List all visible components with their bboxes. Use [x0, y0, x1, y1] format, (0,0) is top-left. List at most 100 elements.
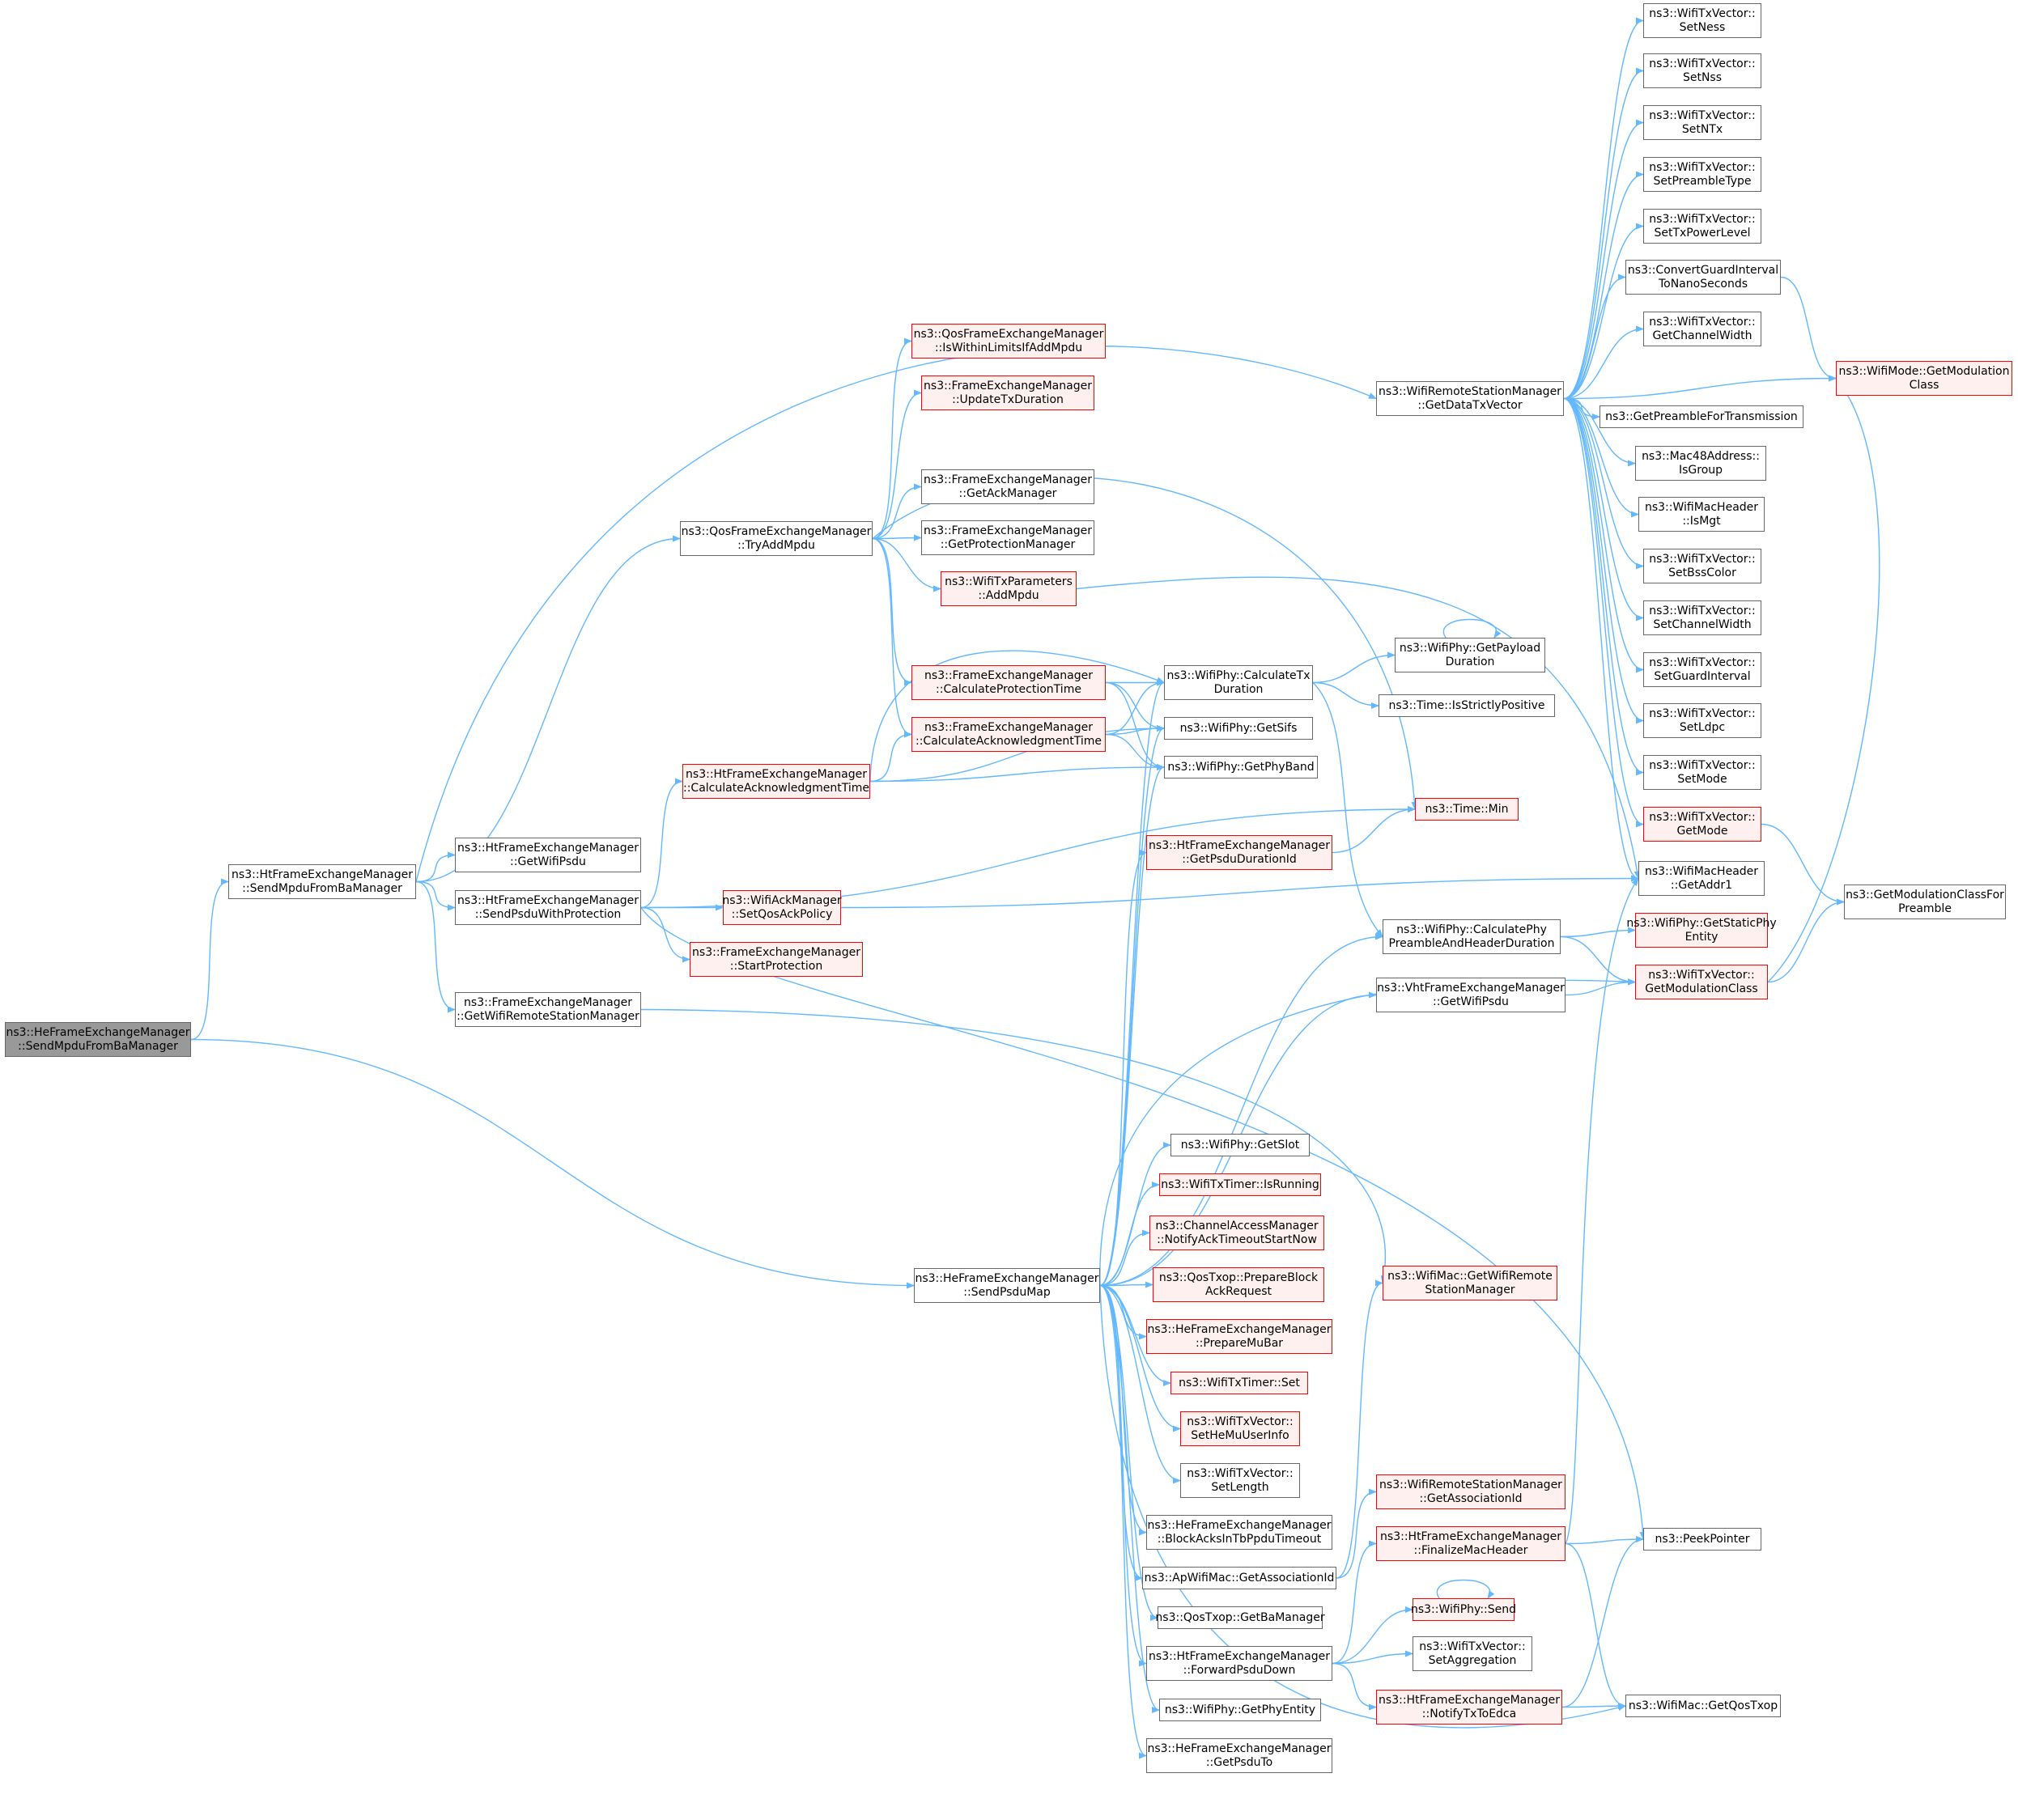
node-txvec-setldpc[interactable]: ns3::WifiTxVector::SetLdpc — [1643, 703, 1761, 738]
node-txvec-getmodclass[interactable]: ns3::WifiTxVector::GetModulationClass — [1635, 965, 1768, 999]
node-qos-tryaddmpdu[interactable]: ns3::QosFrameExchangeManager::TryAddMpdu — [680, 521, 873, 556]
node-fem-calcacktime[interactable]: ns3::FrameExchangeManager::CalculateAckn… — [911, 717, 1106, 752]
node-wrsm-getdatatxvector[interactable]: ns3::WifiRemoteStationManager::GetDataTx… — [1376, 381, 1564, 416]
node-getpreamblefortx[interactable]: ns3::GetPreambleForTransmission — [1600, 405, 1803, 428]
node-phy-getsifs[interactable]: ns3::WifiPhy::GetSifs — [1164, 717, 1313, 740]
edge-convertgi-to-mode_getmodclass — [1780, 276, 1837, 382]
edge-he_sendpsdumap-to-txvec_sethemuuserinfo — [1099, 1284, 1181, 1432]
node-fem-calcprottime[interactable]: ns3::FrameExchangeManager::CalculateProt… — [911, 665, 1106, 700]
node-qostxop-getbamanager[interactable]: ns3::QosTxop::GetBaManager — [1155, 1606, 1325, 1629]
node-apmac-getassocid[interactable]: ns3::ApWifiMac::GetAssociationId — [1142, 1567, 1336, 1589]
node-label-line: ns3::WifiPhy::GetSifs — [1179, 721, 1298, 735]
node-label-line: ns3::WifiAckManager — [722, 893, 842, 907]
node-ackmgr-setqosackpolicy[interactable]: ns3::WifiAckManager::SetQosAckPolicy — [722, 890, 842, 925]
node-phy-getphyband[interactable]: ns3::WifiPhy::GetPhyBand — [1164, 756, 1318, 778]
node-ht-getpsdudurationid[interactable]: ns3::HtFrameExchangeManager::GetPsduDura… — [1146, 835, 1332, 870]
node-txvec-getmode[interactable]: ns3::WifiTxVector::GetMode — [1643, 807, 1761, 842]
node-ht-sendpsduwithprot[interactable]: ns3::HtFrameExchangeManager::SendPsduWit… — [455, 890, 641, 925]
node-txvec-sethemuuserinfo[interactable]: ns3::WifiTxVector::SetHeMuUserInfo — [1180, 1411, 1300, 1446]
node-txvec-setguardinterval[interactable]: ns3::WifiTxVector::SetGuardInterval — [1643, 652, 1761, 687]
edge-qos_tryaddmpdu-to-fem_calcacktime — [872, 537, 912, 738]
node-fem-getwrsm[interactable]: ns3::FrameExchangeManager::GetWifiRemote… — [455, 992, 641, 1027]
node-ht-sendmpdufromba[interactable]: ns3::HtFrameExchangeManager::SendMpduFro… — [228, 864, 416, 899]
node-time-isstrictlypositive[interactable]: ns3::Time::IsStrictlyPositive — [1379, 694, 1555, 717]
node-label-line: ns3::HeFrameExchangeManager — [1147, 1742, 1332, 1755]
node-label-line: ::IsWithinLimitsIfAddMpdu — [934, 341, 1083, 354]
node-txvec-setaggregation[interactable]: ns3::WifiTxVector::SetAggregation — [1413, 1636, 1532, 1671]
node-label-line: ns3::PeekPointer — [1655, 1532, 1750, 1546]
node-time-min[interactable]: ns3::Time::Min — [1415, 798, 1519, 821]
node-fem-startprotection[interactable]: ns3::FrameExchangeManager::StartProtecti… — [690, 942, 863, 977]
node-ht-notifytxtoedca[interactable]: ns3::HtFrameExchangeManager::NotifyTxToE… — [1376, 1690, 1562, 1725]
node-mac48-isgroup[interactable]: ns3::Mac48Address::IsGroup — [1635, 446, 1766, 481]
edge-he_sendpsdumap-to-txtimer_isrunning — [1099, 1182, 1160, 1287]
node-peekpointer[interactable]: ns3::PeekPointer — [1643, 1528, 1761, 1551]
node-label-line: ns3::HtFrameExchangeManager — [1380, 1529, 1561, 1543]
node-ht-finalizemacheader[interactable]: ns3::HtFrameExchangeManager::FinalizeMac… — [1376, 1526, 1566, 1561]
node-label-line: ns3::QosFrameExchangeManager — [681, 524, 872, 538]
node-txvec-setlength[interactable]: ns3::WifiTxVector::SetLength — [1180, 1463, 1300, 1498]
node-label-line: PreambleAndHeaderDuration — [1388, 936, 1555, 950]
node-wrsm-getassocid[interactable]: ns3::WifiRemoteStationManager::GetAssoci… — [1376, 1474, 1566, 1509]
edge-he_sendpsdumap-to-phy_calcphypreamble — [1099, 933, 1383, 1287]
node-label-line: SetHeMuUserInfo — [1191, 1428, 1289, 1442]
node-txvec-settxpowerlevel[interactable]: ns3::WifiTxVector::SetTxPowerLevel — [1643, 209, 1761, 244]
node-fem-getackmanager[interactable]: ns3::FrameExchangeManager::GetAckManager — [921, 469, 1094, 504]
node-label-line: ns3::WifiTxVector:: — [1649, 758, 1756, 772]
node-txtimer-set[interactable]: ns3::WifiTxTimer::Set — [1170, 1372, 1308, 1394]
node-label-line: ns3::QosFrameExchangeManager — [913, 327, 1104, 341]
node-txvec-setntx[interactable]: ns3::WifiTxVector::SetNTx — [1643, 105, 1761, 140]
node-he-getpsduto[interactable]: ns3::HeFrameExchangeManager::GetPsduTo — [1146, 1738, 1332, 1773]
node-label-line: Duration — [1213, 682, 1264, 696]
node-txvec-setness[interactable]: ns3::WifiTxVector::SetNess — [1643, 3, 1761, 38]
node-he-blockacksintbppdu[interactable]: ns3::HeFrameExchangeManager::BlockAcksIn… — [1146, 1515, 1332, 1550]
node-vht-getwifipsdu[interactable]: ns3::VhtFrameExchangeManager::GetWifiPsd… — [1376, 978, 1566, 1012]
node-he-preparemubar[interactable]: ns3::HeFrameExchangeManager::PrepareMuBa… — [1146, 1319, 1332, 1354]
node-qos-iswithinlimits[interactable]: ns3::QosFrameExchangeManager::IsWithinLi… — [911, 324, 1106, 358]
node-label-line: ns3::FrameExchangeManager — [924, 379, 1092, 392]
node-root[interactable]: ns3::HeFrameExchangeManager::SendMpduFro… — [5, 1022, 191, 1057]
node-label-line: Class — [1909, 378, 1939, 392]
node-ht-getwifipsdu[interactable]: ns3::HtFrameExchangeManager::GetWifiPsdu — [455, 838, 641, 872]
node-machdr-ismgt[interactable]: ns3::WifiMacHeader::IsMgt — [1638, 497, 1765, 532]
node-cam-notifyacktimeout[interactable]: ns3::ChannelAccessManager::NotifyAckTime… — [1149, 1215, 1324, 1250]
node-label-line: ns3::HeFrameExchangeManager — [915, 1271, 1099, 1285]
node-txvec-getchannelwidth[interactable]: ns3::WifiTxVector::GetChannelWidth — [1643, 312, 1761, 346]
edge-phy_calctxduration-to-phy_calcphypreamble — [1312, 681, 1383, 938]
edge-ht_sendpsduwithprot-to-fem_startprotection — [640, 906, 690, 963]
node-txtimer-isrunning[interactable]: ns3::WifiTxTimer::IsRunning — [1159, 1173, 1321, 1196]
node-machdr-getaddr1[interactable]: ns3::WifiMacHeader::GetAddr1 — [1638, 861, 1765, 896]
node-txvec-setbsscolor[interactable]: ns3::WifiTxVector::SetBssColor — [1643, 549, 1761, 583]
node-txvec-setmode[interactable]: ns3::WifiTxVector::SetMode — [1643, 755, 1761, 790]
edge-fem_calcacktime-to-phy_calctxduration — [1105, 679, 1165, 736]
node-txvec-setchannelwidth[interactable]: ns3::WifiTxVector::SetChannelWidth — [1643, 600, 1761, 635]
node-phy-send[interactable]: ns3::WifiPhy::Send — [1411, 1598, 1516, 1621]
node-txparams-addmpdu[interactable]: ns3::WifiTxParameters::AddMpdu — [941, 571, 1077, 606]
node-fem-updatetxduration[interactable]: ns3::FrameExchangeManager::UpdateTxDurat… — [921, 375, 1094, 410]
edge-qos_tryaddmpdu-to-fem_getackmanager — [872, 483, 922, 540]
node-label-line: ::UpdateTxDuration — [952, 392, 1064, 406]
node-label-line: AckRequest — [1204, 1284, 1272, 1298]
node-txvec-setpreambletype[interactable]: ns3::WifiTxVector::SetPreambleType — [1643, 157, 1761, 192]
node-ht-forwardpsdudown[interactable]: ns3::HtFrameExchangeManager::ForwardPsdu… — [1146, 1646, 1332, 1681]
node-mac-getqostxop[interactable]: ns3::WifiMac::GetQosTxop — [1625, 1695, 1781, 1717]
node-label-line: ns3::FrameExchangeManager — [692, 945, 860, 959]
node-phy-getphyentity[interactable]: ns3::WifiPhy::GetPhyEntity — [1159, 1699, 1321, 1721]
edge-ackmgr_setqosackpolicy-to-machdr_getaddr1 — [840, 875, 1639, 909]
node-fem-getprotmanager[interactable]: ns3::FrameExchangeManager::GetProtection… — [921, 520, 1094, 555]
edge-qos_tryaddmpdu-to-fem_getprotmanager — [872, 534, 922, 541]
node-phy-getslot[interactable]: ns3::WifiPhy::GetSlot — [1170, 1134, 1310, 1156]
node-label-line: ns3::WifiTxParameters — [945, 575, 1073, 588]
node-he-sendpsdumap[interactable]: ns3::HeFrameExchangeManager::SendPsduMap — [914, 1268, 1100, 1303]
node-txvec-setnss[interactable]: ns3::WifiTxVector::SetNss — [1643, 53, 1761, 88]
node-ht-calcacktime[interactable]: ns3::HtFrameExchangeManager::CalculateAc… — [682, 764, 870, 799]
